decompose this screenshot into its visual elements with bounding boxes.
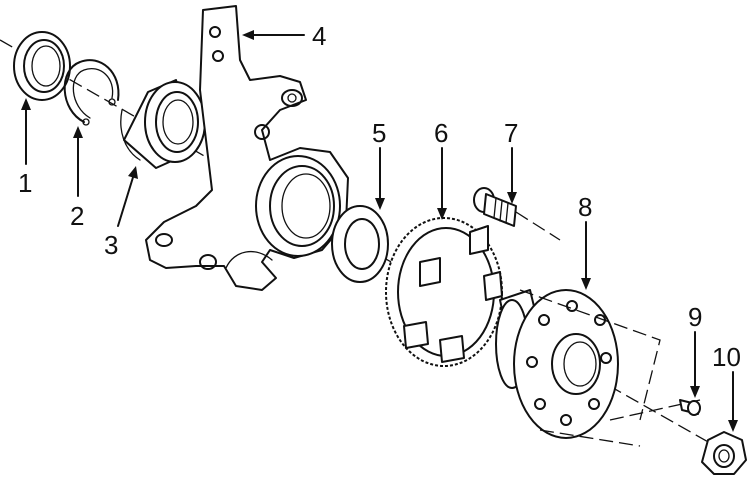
small-screw-part [679, 399, 701, 416]
callout-label-2: 2 [70, 201, 84, 231]
callout-label-8: 8 [578, 192, 592, 222]
guide-line [609, 399, 701, 421]
callout-arrows [21, 30, 738, 432]
callout-label-5: 5 [372, 118, 386, 148]
callout-label-3: 3 [104, 230, 118, 260]
callout-label-9: 9 [688, 302, 702, 332]
callout-label-10: 10 [712, 342, 741, 372]
wheel-hub-part [495, 289, 619, 439]
abs-tone-ring-part [385, 217, 503, 367]
callout-label-7: 7 [504, 118, 518, 148]
wheel-bearing-part [120, 79, 206, 169]
seal-part [13, 31, 71, 101]
hub-bolt-part [473, 187, 561, 241]
callout-label-4: 4 [312, 21, 326, 51]
guide-line [519, 289, 661, 421]
steering-knuckle-part [145, 5, 349, 291]
callout-label-1: 1 [18, 168, 32, 198]
hub-nut-part [701, 431, 747, 475]
callout-label-6: 6 [434, 118, 448, 148]
guide-line [539, 429, 641, 447]
washer-part [331, 205, 389, 283]
snap-ring-part [63, 59, 120, 126]
